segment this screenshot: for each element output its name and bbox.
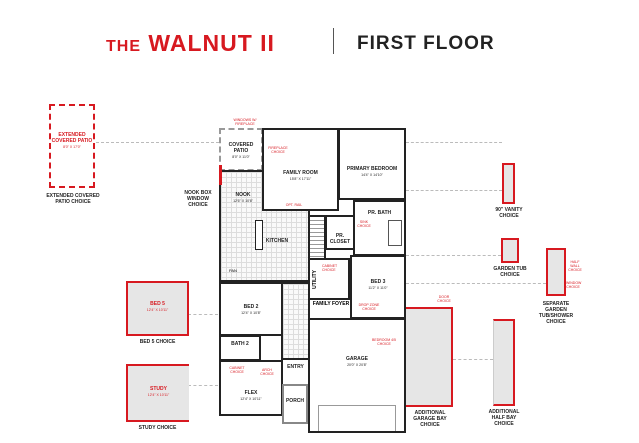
sink-note: SINK CHOICE — [357, 220, 371, 228]
room-label: BATH 2 — [231, 341, 249, 347]
connector-line — [188, 314, 218, 315]
kitchen-island — [255, 220, 263, 250]
room-label: UTILITY — [312, 270, 318, 289]
window-fireplace-note: WINDOWS W/ FIREPLACE — [233, 118, 257, 126]
room-label: BED 3 — [370, 279, 386, 285]
room-dim: 15'8" X 17'11" — [289, 177, 312, 181]
title-divider — [333, 28, 334, 54]
separate-tub-choice — [546, 248, 566, 296]
drop-zone-note: DROP ZONE CHOICE — [358, 303, 380, 311]
hallway — [281, 282, 310, 360]
garage-bay-caption: ADDITIONAL GARAGE BAY CHOICE — [413, 410, 447, 428]
room-dim: 12'4" X 10'8" — [241, 311, 261, 315]
connector-line — [188, 385, 218, 386]
room-dim: 12'4" X 10'11" — [146, 308, 169, 312]
room-label: FAMILY ROOM — [283, 170, 318, 176]
half-bay-choice — [493, 319, 515, 406]
opt-rail-note: OPT. RAIL — [285, 203, 303, 207]
room-label: NOOK — [235, 192, 251, 198]
garden-tub-caption: GARDEN TUB CHOICE — [493, 266, 527, 278]
vanity-caption: 90" VANITY CHOICE — [495, 207, 523, 219]
extended-patio-caption: EXTENDED COVERED PATIO CHOICE — [46, 193, 100, 205]
garage-door — [318, 405, 396, 431]
study-caption: STUDY CHOICE — [138, 425, 177, 431]
shower-icon — [388, 220, 402, 246]
room-label: STUDY — [150, 386, 167, 392]
bedroom-choice-note: BEDROOM 4/5 CHOICE — [372, 338, 396, 346]
connector-line — [406, 255, 501, 256]
pr-bath: PR. BATH SINK CHOICE — [353, 200, 406, 256]
half-wall-note: HALF WALL CHOICE — [568, 260, 582, 272]
room-dim: 11'2" X 11'0" — [368, 286, 388, 290]
room-dim: 12'6" X 10'6" — [233, 199, 253, 203]
room-label: PRIMARY BEDROOM — [346, 166, 398, 172]
plan-title: THE WALNUT II — [106, 30, 275, 57]
room-label: PR. BATH — [367, 210, 392, 216]
room-dim: 12'4" X 10'11" — [240, 397, 262, 401]
room-dim: 8'0" X 11'0" — [232, 155, 250, 159]
connector-line — [453, 359, 493, 360]
window-note: WINDOW CHOICE — [566, 281, 582, 289]
separate-tub-caption: SEPARATE GARDEN TUB/SHOWER CHOICE — [538, 301, 574, 325]
room-label: BED 2 — [243, 304, 259, 310]
entry: ENTRY — [281, 358, 310, 386]
connector-line — [406, 142, 502, 143]
title-prefix: THE — [106, 38, 141, 55]
stairs — [308, 215, 326, 260]
room-dim: 12'4" X 10'11" — [147, 393, 170, 397]
room-label: EXTENDED COVERED PATIO — [51, 132, 93, 144]
cabinet-note: CABINET CHOICE — [322, 264, 338, 272]
fireplace-note: FIREPLACE CHOICE — [268, 146, 288, 154]
door-note: DOOR CHOICE — [437, 295, 451, 303]
pr-closet: PR. CLOSET — [325, 215, 355, 250]
room-label: PORCH — [285, 398, 305, 404]
connector-line — [406, 283, 546, 284]
bath-2: BATH 2 — [219, 335, 261, 361]
connector-line — [406, 190, 502, 191]
nook-box-caption: NOOK BOX WINDOW CHOICE — [184, 190, 212, 208]
utility: UTILITY CABINET CHOICE — [308, 258, 350, 300]
room-label: ENTRY — [287, 364, 304, 370]
room-dim: 14'4" X 14'10" — [361, 173, 383, 177]
room-label: PR. CLOSET — [329, 233, 351, 245]
cabinet-note: CABINET CHOICE — [229, 366, 245, 374]
floor-title: FIRST FLOOR — [357, 33, 495, 54]
bed-5-caption: BED 5 CHOICE — [139, 339, 176, 345]
room-dim: 20'0" X 20'8" — [347, 363, 367, 367]
nook-box-window-marker — [219, 165, 222, 185]
room-label: GARAGE — [346, 356, 368, 362]
family-foyer-label: FAMILY FOYER — [312, 301, 350, 307]
room-dim: 8'0" X 17'0" — [63, 145, 81, 149]
room-label: COVERED PATIO — [228, 142, 254, 154]
pantry-label: PAN — [229, 268, 237, 273]
half-bay-caption: ADDITIONAL HALF BAY CHOICE — [488, 409, 520, 427]
vanity-choice — [502, 163, 515, 204]
porch: PORCH — [282, 384, 308, 424]
title-name: WALNUT II — [148, 30, 275, 56]
arch-note: ARCH CHOICE — [260, 368, 274, 376]
room-label: FLEX — [244, 390, 258, 396]
room-label: BED 5 — [150, 301, 165, 307]
garage-bay-choice — [406, 307, 453, 407]
garden-tub-choice — [501, 238, 519, 263]
connector-line — [96, 142, 219, 143]
room-label: KITCHEN — [265, 238, 289, 244]
